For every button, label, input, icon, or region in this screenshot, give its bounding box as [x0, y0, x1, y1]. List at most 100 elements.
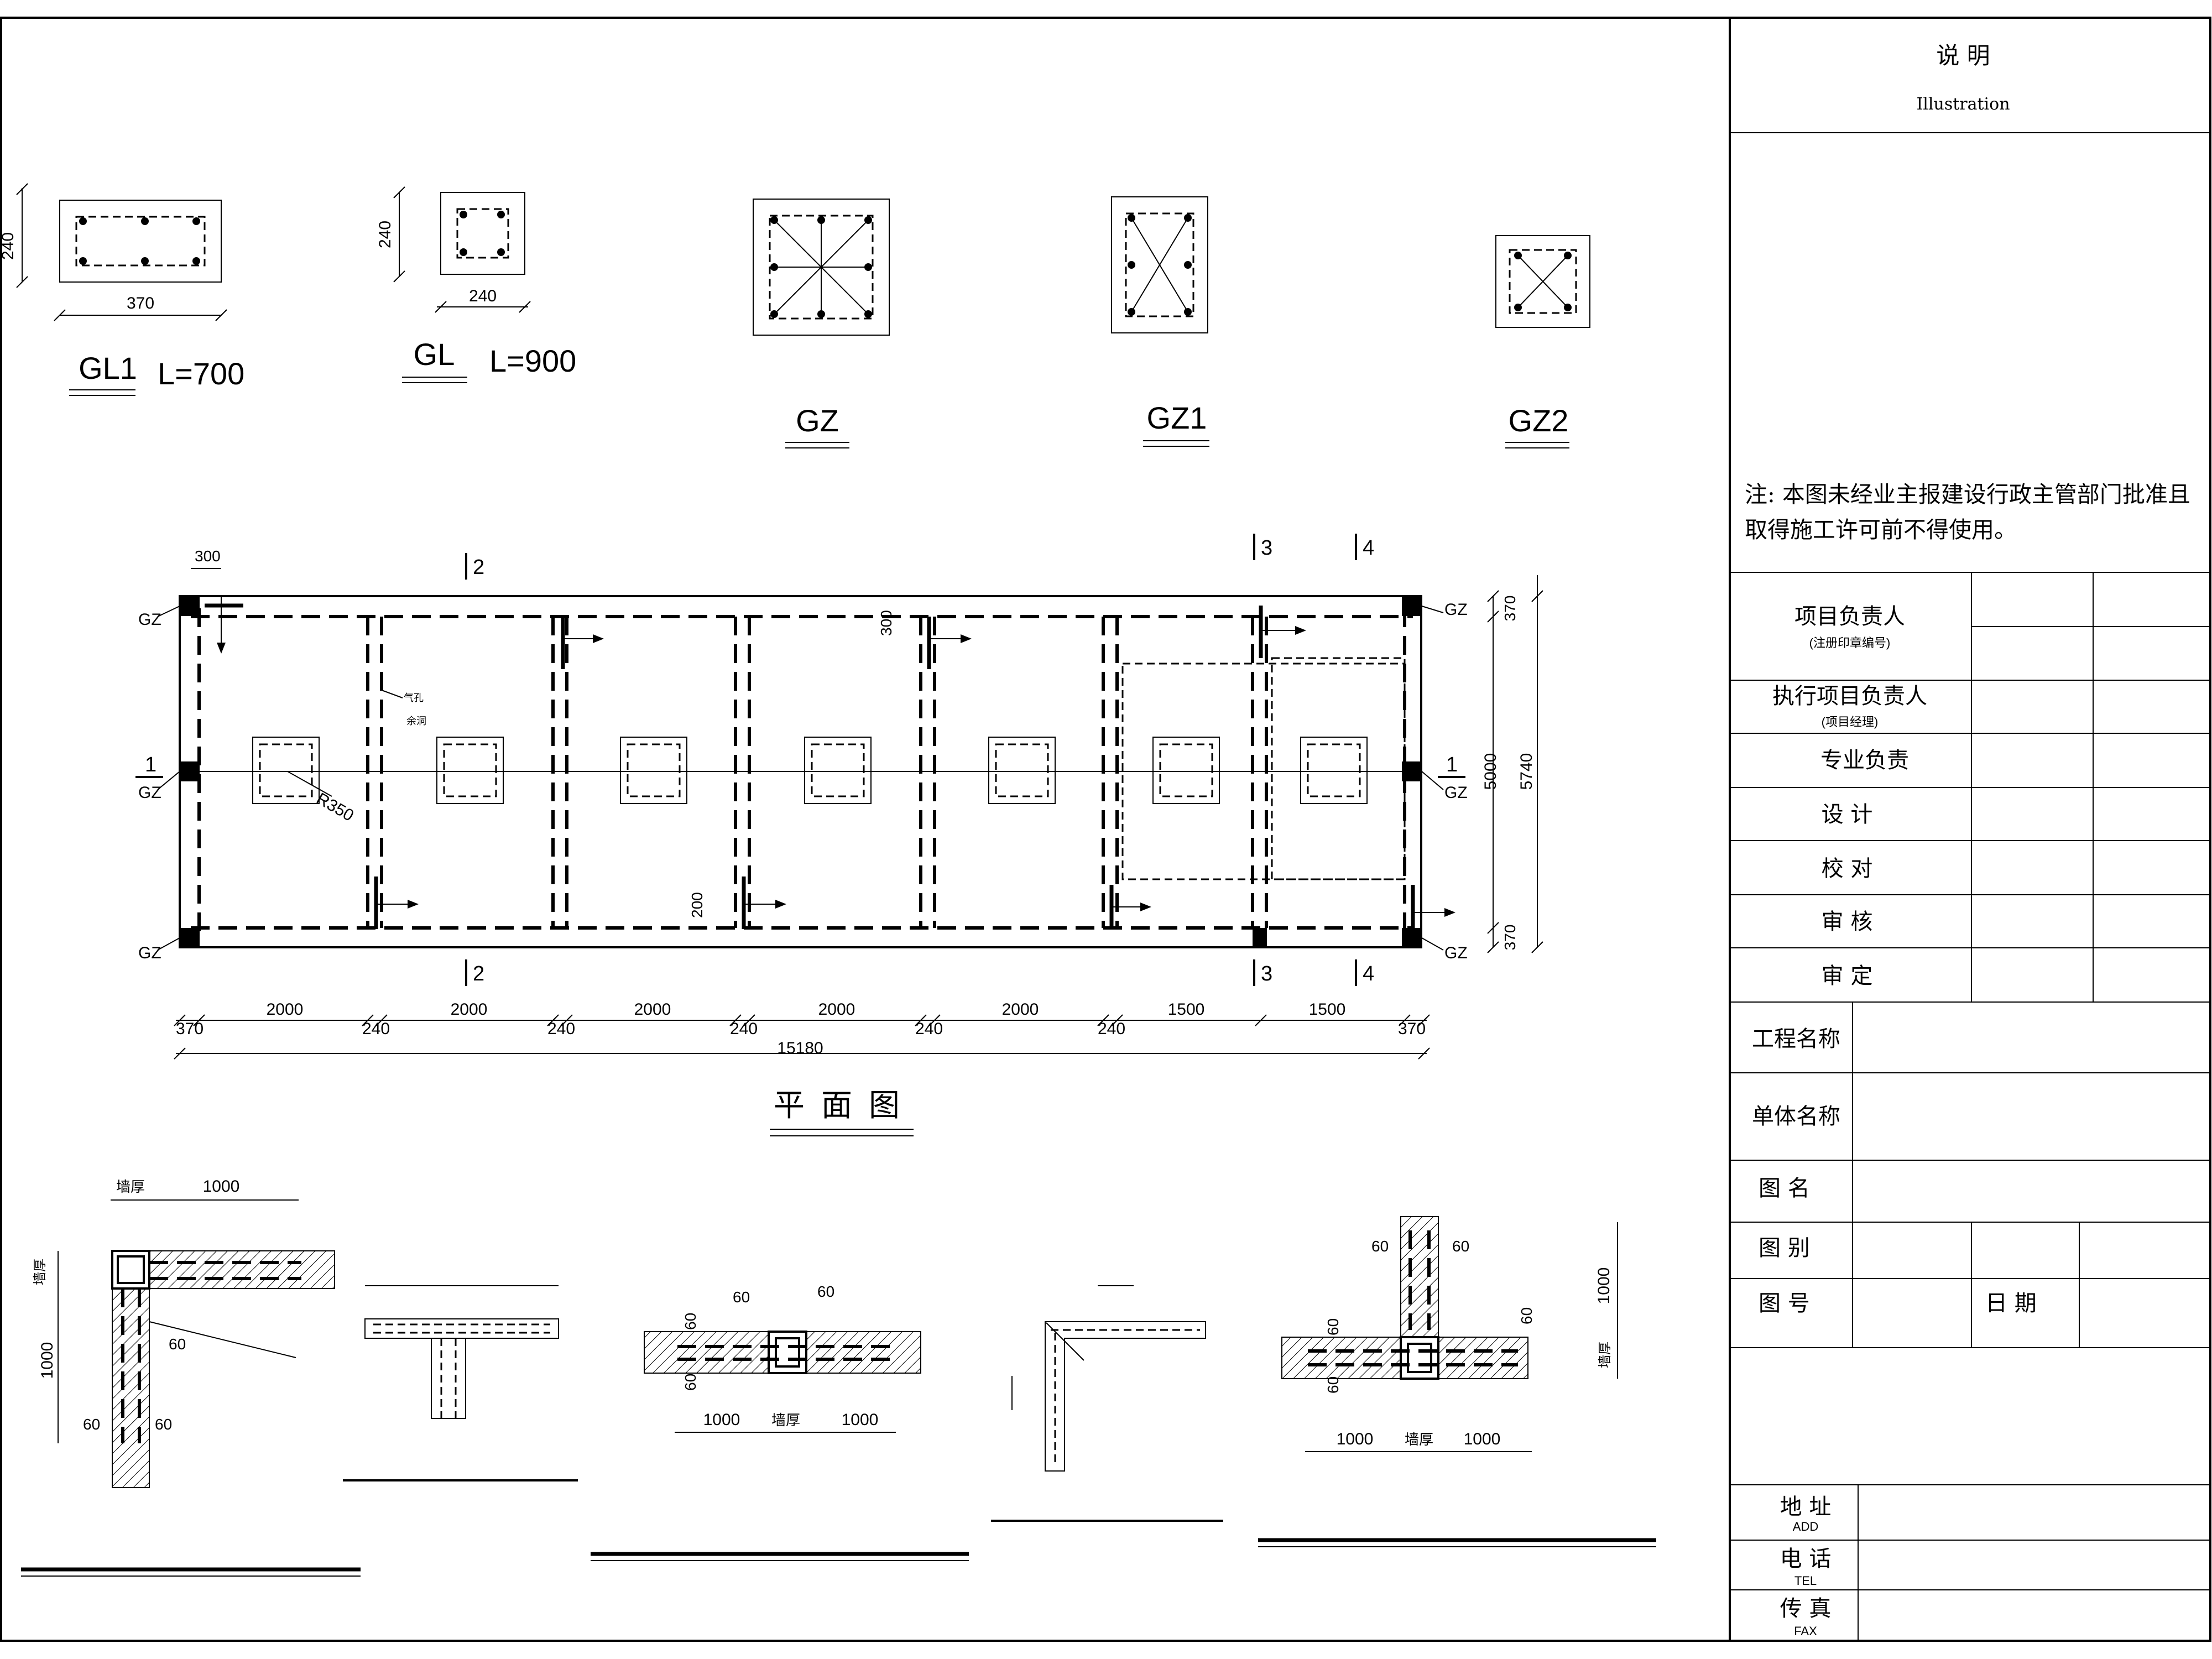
cut-4-bottom: 4	[1363, 962, 1374, 985]
tb-drawing-type: 图 别	[1759, 1235, 1810, 1261]
section-gz: GZ	[753, 199, 890, 448]
cut-arrows	[205, 597, 1455, 935]
bay-dim-7: 1500	[1309, 1000, 1346, 1019]
corner-d1000: 1000	[203, 1177, 240, 1196]
tb-fax-en: FAX	[1794, 1624, 1817, 1638]
radius-label: R350	[314, 789, 357, 825]
bay-dim-3: 2000	[634, 1000, 671, 1019]
section-gl1: 240 370 GL1 L=700	[0, 183, 244, 396]
gz2-name: GZ2	[1509, 403, 1569, 438]
bay-dim-1: 2000	[267, 1000, 304, 1019]
detail-straight: 60 60 60 60 1000 墙厚 1000	[591, 1283, 969, 1561]
total-dim: 15180	[777, 1039, 823, 1057]
straight-d60-b: 60	[817, 1283, 834, 1300]
tb-drawing-name: 图 名	[1759, 1176, 1810, 1201]
corner-d1000-v: 1000	[38, 1342, 56, 1379]
straight-wall-thk: 墙厚	[771, 1412, 800, 1428]
tb-unit-name: 单体名称	[1752, 1104, 1840, 1129]
cut-1-right: 1	[1446, 753, 1458, 776]
corner-d60-b: 60	[83, 1416, 100, 1433]
cut-3-bottom: 3	[1261, 962, 1272, 985]
tb-address: 地 址	[1780, 1494, 1832, 1520]
corner-d60-c: 60	[155, 1416, 172, 1433]
hole-label-2: 余洞	[406, 716, 426, 727]
dim-right-top: 370	[1501, 596, 1519, 622]
wall-dim-5: 240	[915, 1020, 943, 1038]
dim-ticks	[174, 1014, 1430, 1060]
wall-dim-1: 370	[176, 1020, 204, 1038]
straight-d60-c: 60	[682, 1313, 699, 1330]
tb-row-1-sub: (项目经理)	[1822, 715, 1879, 729]
tb-row-0-sub: (注册印章编号)	[1809, 636, 1891, 650]
bay-dim-4: 2000	[818, 1000, 855, 1019]
tb-project-name: 工程名称	[1752, 1026, 1840, 1052]
cut-2-bottom: 2	[473, 962, 484, 985]
wall-dim-4: 240	[730, 1020, 758, 1038]
corner-wall-thk: 墙厚	[116, 1178, 145, 1195]
gz-name: GZ	[796, 403, 839, 438]
tb-row-4: 校 对	[1822, 856, 1873, 881]
tb-drawing-no: 图 号	[1759, 1291, 1810, 1316]
dim-right-total: 5740	[1517, 753, 1536, 790]
detail-t-junction-b: 60 60 60 60 60 1000 墙厚 1000 墙厚 1000	[1258, 1216, 1656, 1547]
tb-d60-e: 60	[1518, 1307, 1535, 1324]
gz-label-ml: GZ	[138, 784, 161, 802]
corner-wall-thk-v: 墙厚	[33, 1259, 48, 1285]
plan-title: 平面图	[774, 1088, 916, 1124]
gl1-name: GL1	[79, 351, 137, 385]
gz-label-br: GZ	[1444, 944, 1468, 962]
tb-d60-b: 60	[1452, 1238, 1469, 1255]
tb-phone: 电 话	[1780, 1546, 1832, 1572]
tb-fax: 传 真	[1780, 1596, 1832, 1621]
bay-dim-2: 2000	[451, 1000, 488, 1019]
wall-dim-2: 240	[362, 1020, 390, 1038]
gl-dim-h: 240	[376, 221, 394, 248]
gz-label-tr: GZ	[1444, 601, 1468, 619]
dim-right-bot: 370	[1501, 925, 1519, 951]
tb-row-6: 审 定	[1822, 963, 1873, 989]
gl-dim-w: 240	[469, 287, 497, 305]
drawing-border	[0, 17, 2211, 1642]
gz-label-mr: GZ	[1444, 784, 1468, 802]
interior-walls	[366, 617, 1406, 928]
gz-label-bl: GZ	[138, 944, 161, 962]
tb-row-1: 执行项目负责人	[1772, 684, 1927, 709]
tb-d1000-v: 1000	[1595, 1267, 1613, 1305]
section-gz1: GZ1	[1111, 196, 1209, 447]
tb-date: 日 期	[1985, 1291, 2037, 1316]
section-gl: 240 240 GL L=900	[376, 186, 576, 383]
section-gz2: GZ2	[1495, 235, 1590, 448]
cut-4-top: 4	[1363, 536, 1374, 560]
dim-right-mid: 5000	[1481, 753, 1500, 790]
detail-corner: 墙厚 1000 1000 60 60 60 墙厚	[33, 1177, 335, 1488]
openings	[252, 737, 1368, 804]
wall-dim-3: 240	[547, 1020, 575, 1038]
cut-1-left: 1	[145, 753, 156, 776]
straight-d60-a: 60	[733, 1288, 750, 1306]
detail-corner-b	[991, 1285, 1223, 1522]
tb-row-3: 设 计	[1822, 802, 1873, 827]
tb-d60-a: 60	[1371, 1238, 1389, 1255]
tb-d60-d: 60	[1324, 1376, 1342, 1394]
corner-d60-a: 60	[169, 1335, 186, 1353]
tb-d1000-b: 1000	[1464, 1430, 1501, 1448]
plan-view: R350 气孔 余洞 GZ GZ GZ GZ GZ GZ 1 1 2 2	[135, 534, 1543, 1136]
note-200: 200	[688, 892, 706, 918]
gl-name: GL	[414, 337, 455, 372]
tb-heading-cn: 说 明	[1936, 42, 1990, 69]
gl1-dim-h: 240	[0, 232, 17, 260]
straight-d60-d: 60	[682, 1374, 699, 1391]
tb-row-0: 项目负责人	[1794, 604, 1905, 629]
straight-d1000-a: 1000	[703, 1411, 740, 1429]
tb-phone-en: TEL	[1794, 1574, 1817, 1588]
tb-d1000-a: 1000	[1337, 1430, 1374, 1448]
columns	[180, 596, 1422, 948]
bay-dim-5: 2000	[1002, 1000, 1039, 1019]
straight-d1000-b: 1000	[842, 1411, 879, 1429]
gz-label-tl: GZ	[138, 611, 161, 629]
gz1-name: GZ1	[1147, 400, 1207, 435]
gl1-length: L=700	[158, 356, 244, 391]
gl1-dim-w: 370	[127, 294, 154, 312]
tb-wall-thk: 墙厚	[1405, 1431, 1433, 1448]
